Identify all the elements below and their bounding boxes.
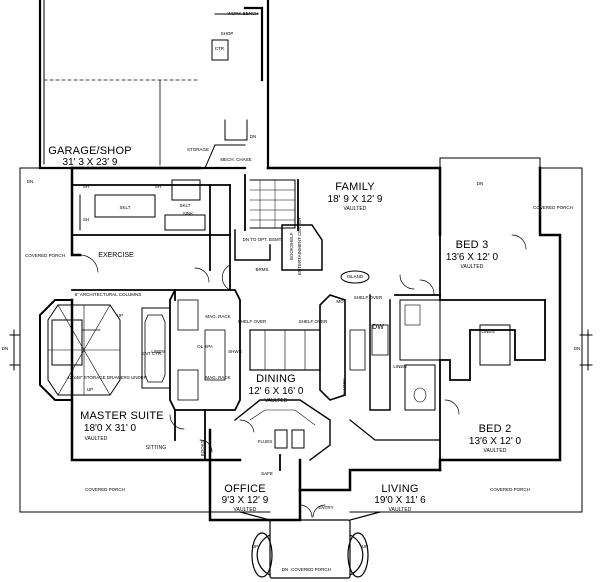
dining-dim: 12' 6 X 16' 0 <box>248 386 304 397</box>
dining-note: VAULTED <box>264 398 288 404</box>
brms-label: BRMS <box>255 267 269 272</box>
bed3-name: BED 3 <box>455 239 489 251</box>
linen-label-3: LINEN <box>151 349 165 354</box>
sh-label-1: SH <box>82 184 90 189</box>
flues-label: FLUES <box>257 439 273 444</box>
porch-boundary <box>9 157 593 513</box>
master-name: MASTER SUITE <box>80 410 164 422</box>
master-note: VAULTED <box>84 436 108 442</box>
books-label: BOOKS <box>199 440 205 457</box>
exercise-name: EXERCISE <box>98 252 134 259</box>
up-label-master-1: UP <box>116 313 124 318</box>
dn-to-bsmt-label: DN TO OPT. BSMT <box>242 237 282 242</box>
sklt-label-1: SKLT <box>119 205 131 210</box>
garage-dim: 31' 3 X 23' 9 <box>62 157 118 168</box>
bed2-dim: 13'6 X 12' 0 <box>468 436 522 447</box>
dw-label: DW <box>372 324 384 331</box>
pantry-label: PANTRY <box>341 378 347 397</box>
linen-label-2: LINEN <box>393 364 407 369</box>
covered-porch-front: COVERED PORCH <box>291 567 331 572</box>
ent-ctr-label: ENT CTR. <box>141 351 163 356</box>
up-label-master-2: UP <box>86 387 94 392</box>
living-note: VAULTED <box>388 507 412 513</box>
porch-dn-left: DN <box>26 179 34 184</box>
drawers-label: 42"x48" STORAGE DRAWERS UNDER <box>67 375 147 380</box>
porch-dn-top: DN <box>476 181 484 186</box>
mo-label: MO <box>336 299 344 304</box>
shelf-over-label-3: SHELF OVER <box>237 319 267 324</box>
door-swings <box>79 234 527 518</box>
bed2-name: BED 2 <box>478 423 512 435</box>
island-label: ISLAND <box>346 274 364 279</box>
safe-label: SAFE <box>261 471 273 476</box>
up-label-front-right: UP <box>361 544 369 549</box>
living-name: LIVING <box>381 483 419 495</box>
up-label-front-left: UP <box>251 544 259 549</box>
dn-label-front: DN <box>281 567 289 572</box>
master-sitting: SITTING <box>145 445 167 451</box>
sklt-label-2: SKLT <box>179 203 191 208</box>
shelf-over-label-1: SHELF OVER <box>353 295 383 300</box>
entry-label: ENTRY <box>318 505 334 510</box>
dn-label-west: DN <box>1 346 9 351</box>
entertainment-label: ENTERTAINMENT CENTER <box>296 217 302 276</box>
dining-name: DINING <box>256 373 296 385</box>
bed2-note: VAULTED <box>483 448 507 454</box>
living-dim: 19'0 X 11' 6 <box>374 495 426 506</box>
sink-label: SINK <box>182 211 194 216</box>
shwr-label: SHWR <box>228 349 242 354</box>
covered-porch-right: COVERED PORCH <box>533 205 573 210</box>
entry-porch <box>239 511 381 579</box>
work-bench-label: WORK BENCH <box>227 11 259 16</box>
master-bay <box>39 299 121 401</box>
storage-label: STORAGE <box>187 147 209 152</box>
ctr-label: CTR. <box>214 46 226 51</box>
family-name: FAMILY <box>335 181 375 193</box>
ol-spa-label: OL SPA <box>197 344 213 349</box>
interior-walls <box>71 174 546 471</box>
covered-porch-br: COVERED PORCH <box>490 487 530 492</box>
garage-walls <box>38 0 270 170</box>
garage-details <box>43 79 201 166</box>
family-note: VAULTED <box>343 206 367 212</box>
office-dim: 9'3 X 12' 9 <box>221 495 269 506</box>
sh-label-3: SH <box>82 217 90 222</box>
linen-label-1: LINEN <box>481 329 495 334</box>
bookshelf-label: BOOKSHELF <box>288 232 294 261</box>
bed3-note: VAULTED <box>460 264 484 270</box>
mag-rack-label-1: MAG. RACK <box>205 314 231 319</box>
mech-chase-label: MECH. CHASE <box>220 157 252 162</box>
covered-porch-left: COVERED PORCH <box>25 253 65 258</box>
family-dim: 18' 9 X 12' 9 <box>327 194 383 205</box>
master-dim: 18'0 X 31' 0 <box>83 423 137 434</box>
columns-label: 6" ARCHITECTURAL COLUMNS <box>74 292 142 297</box>
sh-label-2: SH <box>154 184 162 189</box>
covered-porch-bl: COVERED PORCH <box>85 487 125 492</box>
office-name: OFFICE <box>224 483 266 495</box>
shop-label: SHOP <box>220 31 234 36</box>
dn-label-east: DN <box>573 346 581 351</box>
garage-dn-label: DN <box>249 134 257 139</box>
office-note: VAULTED <box>233 507 257 513</box>
garage-name: GARAGE/SHOP <box>48 145 132 157</box>
bed3-dim: 13'6 X 12' 0 <box>445 252 499 263</box>
shelf-over-label-2: SHELF OVER <box>298 319 328 324</box>
mag-rack-label-2: MAG. RACK <box>205 375 231 380</box>
